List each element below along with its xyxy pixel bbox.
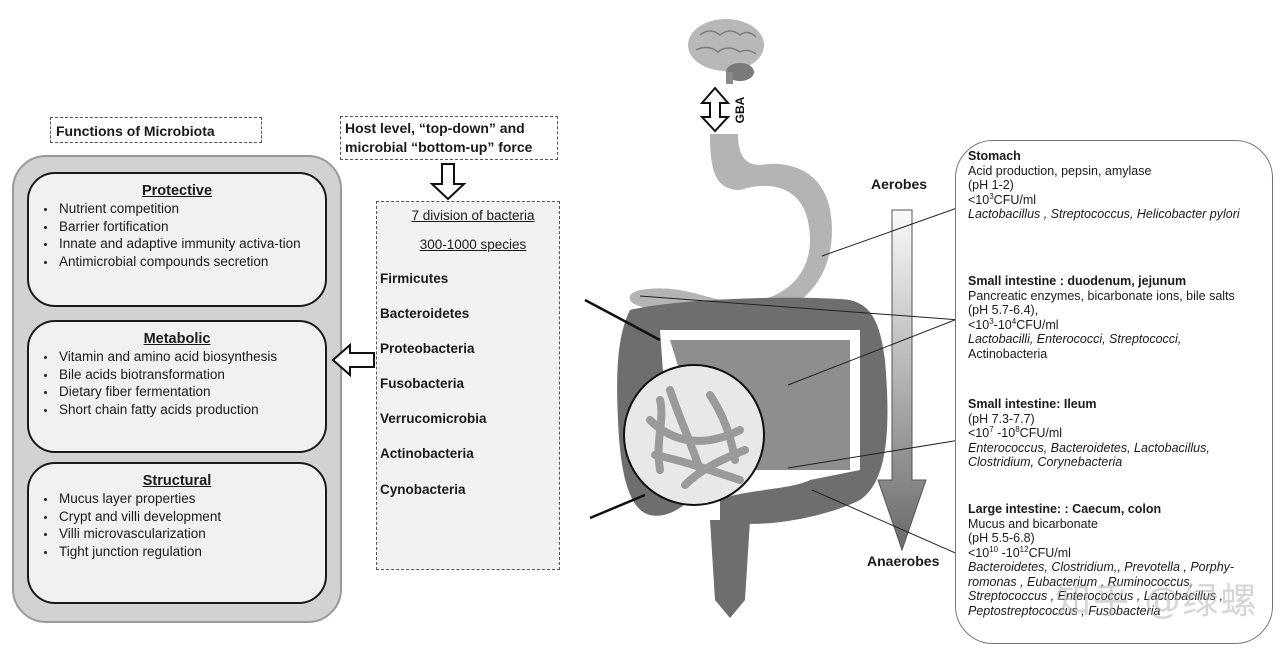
list-item: Crypt and villi development bbox=[44, 508, 315, 526]
phylum-item: Proteobacteria bbox=[380, 341, 475, 356]
region-name: Small intestine: Ileum bbox=[968, 397, 1097, 411]
protective-card: Protective Nutrient competition Barrier … bbox=[27, 172, 327, 307]
region-ph: (pH 5.5-6.8) bbox=[968, 531, 1035, 545]
structural-heading: Structural bbox=[142, 473, 212, 489]
region-species: Bacteroidetes, Clostridium,, Prevotella … bbox=[968, 560, 1235, 618]
brain-icon bbox=[688, 19, 764, 84]
host-force-line1: Host level, “top-down” and bbox=[345, 120, 525, 136]
host-force-box: Host level, “top-down” and microbial “bo… bbox=[340, 116, 558, 160]
leader-lines bbox=[639, 206, 960, 556]
phylum-item: Firmicutes bbox=[380, 271, 449, 286]
functions-title: Functions of Microbiota bbox=[50, 117, 262, 143]
list-item: Tight junction regulation bbox=[44, 543, 315, 561]
phylum-item: Cynobacteria bbox=[380, 482, 466, 497]
anaerobes-label: Anaerobes bbox=[867, 553, 940, 569]
protective-heading: Protective bbox=[141, 183, 213, 199]
metabolic-card: Metabolic Vitamin and amino acid biosynt… bbox=[27, 320, 327, 453]
region-stomach: Stomach Acid production, pepsin, amylase… bbox=[968, 149, 1268, 222]
list-item: Mucus layer properties bbox=[44, 490, 315, 508]
region-species: Enterococcus, Bacteroidetes, Lactobacill… bbox=[968, 440, 1210, 470]
region-extra: Actinobacteria bbox=[968, 346, 1048, 361]
left-arrow-icon bbox=[331, 342, 375, 378]
region-name: Small intestine : duodenum, jejunum bbox=[968, 274, 1187, 288]
list-item: Vitamin and amino acid biosynthesis bbox=[44, 348, 315, 366]
gba-label: GBA bbox=[733, 96, 747, 123]
bacteria-division-box: 7 division of bacteria 300-1000 species … bbox=[376, 201, 560, 570]
region-function: Pancreatic enzymes, bicarbonate ions, bi… bbox=[968, 288, 1235, 303]
region-name: Stomach bbox=[968, 149, 1021, 163]
magnified-bacteria-icon bbox=[623, 364, 765, 506]
list-item: Villi microvascularization bbox=[44, 525, 315, 543]
divisions-label: 7 division of bacteria bbox=[411, 208, 535, 223]
phylum-item: Fusobacteria bbox=[380, 376, 465, 391]
list-item: Innate and adaptive immunity activa-tion bbox=[44, 235, 315, 253]
region-cfu: <1010 -1012CFU/ml bbox=[968, 544, 1071, 560]
region-large-intestine: Large intestine: : Caecum, colon Mucus a… bbox=[968, 502, 1268, 618]
watermark: 知乎 @绿螺 bbox=[1055, 581, 1259, 622]
region-cfu: <103CFU/ml bbox=[968, 191, 1037, 207]
down-arrow-icon bbox=[429, 163, 467, 201]
region-ph: (pH 7.3-7.7) bbox=[968, 411, 1035, 426]
region-ph: (pH 5.7-6.4), bbox=[968, 303, 1039, 317]
region-duodenum-jejunum: Small intestine : duodenum, jejunum Panc… bbox=[968, 274, 1268, 361]
region-species: Lactobacilli, Enterococci, Streptococci, bbox=[968, 332, 1182, 346]
phylum-item: Bacteroidetes bbox=[380, 306, 470, 321]
region-function: Mucus and bicarbonate bbox=[968, 516, 1098, 531]
species-label: 300-1000 species bbox=[419, 237, 527, 252]
phylum-item: Verrucomicrobia bbox=[380, 411, 487, 426]
list-item: Dietary fiber fermentation bbox=[44, 383, 315, 401]
region-name: Large intestine: : Caecum, colon bbox=[968, 502, 1162, 516]
list-item: Nutrient competition bbox=[44, 200, 315, 218]
region-cfu: <107 -108CFU/ml bbox=[968, 425, 1063, 441]
list-item: Short chain fatty acids production bbox=[44, 401, 315, 419]
list-item: Bile acids biotransformation bbox=[44, 366, 315, 384]
region-function: Acid production, pepsin, amylase bbox=[968, 163, 1152, 178]
metabolic-heading: Metabolic bbox=[143, 331, 211, 347]
gi-regions-panel: Stomach Acid production, pepsin, amylase… bbox=[955, 140, 1273, 644]
phylum-item: Actinobacteria bbox=[380, 446, 474, 461]
region-ph: (pH 1-2) bbox=[968, 178, 1014, 192]
aerobes-label: Aerobes bbox=[871, 176, 928, 192]
region-cfu: <103-104CFU/ml bbox=[968, 316, 1059, 332]
structural-card: Structural Mucus layer properties Crypt … bbox=[27, 462, 327, 604]
list-item: Barrier fortification bbox=[44, 218, 315, 236]
region-ileum: Small intestine: Ileum (pH 7.3-7.7) <107… bbox=[968, 397, 1268, 470]
host-force-line2: microbial “bottom-up” force bbox=[345, 139, 533, 155]
region-species: Lactobacillus , Streptococcus, Helicobac… bbox=[968, 207, 1240, 221]
oxygen-gradient-arrow-icon bbox=[877, 209, 927, 552]
gba-double-arrow-icon bbox=[699, 86, 731, 133]
gut-illustration: GBA bbox=[584, 19, 960, 618]
list-item: Antimicrobial compounds secretion bbox=[44, 253, 315, 271]
